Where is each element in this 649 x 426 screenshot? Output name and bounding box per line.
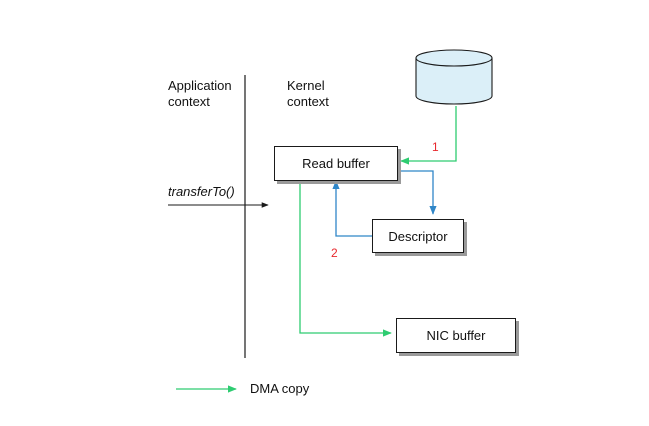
kernel-context-line-1: Kernel xyxy=(287,78,325,93)
kernel-context-line-2: context xyxy=(287,94,329,109)
dma-arrow-read-buffer-to-nic-buffer xyxy=(299,182,392,337)
descriptor-box: Descriptor xyxy=(372,219,464,253)
nic-buffer-box: NIC buffer xyxy=(396,318,516,353)
arrow-descriptor-to-read-buffer xyxy=(332,180,372,237)
read-buffer-label: Read buffer xyxy=(302,156,370,171)
read-buffer-box: Read buffer xyxy=(274,146,398,181)
disk-icon xyxy=(415,49,493,105)
nic-buffer-label: NIC buffer xyxy=(426,328,486,343)
dma-arrow-disk-to-read-buffer xyxy=(400,106,457,165)
application-context-line-1: Application xyxy=(168,78,232,93)
transfer-to-label: transferTo() xyxy=(168,184,235,199)
step-1-number: 1 xyxy=(432,140,439,154)
kernel-context-label: Kernel context xyxy=(287,78,329,110)
application-context-label: Application context xyxy=(168,78,232,110)
legend-dma-copy-label: DMA copy xyxy=(250,381,310,396)
step-2-number: 2 xyxy=(331,246,338,260)
application-context-line-2: context xyxy=(168,94,210,109)
descriptor-label: Descriptor xyxy=(388,228,448,244)
arrow-read-buffer-to-descriptor xyxy=(398,170,437,215)
